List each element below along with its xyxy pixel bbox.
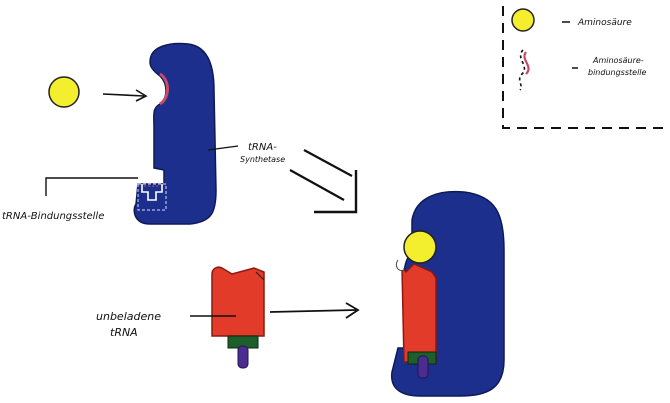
legend-binding-site-label-2: bindungsstelle [588,68,647,77]
legend-binding-site-outline [518,49,526,91]
arrow-to-charged [269,302,360,319]
arrow-to-enzyme [102,89,148,102]
complex-trna-anticodon [417,355,429,379]
legend: Aminosäure Aminosäure- bindungsstelle [502,6,665,129]
legend-amino-acid-label: Aminosäure [577,18,632,28]
trna-synthetase-enzyme [133,42,217,225]
enzyme-trna-complex [390,190,505,397]
complex-link [395,259,405,271]
complex-trna [401,263,437,363]
uncharged-label-1: unbeladene [96,310,161,323]
uncharged-label-2: tRNA [110,326,138,339]
legend-binding-site-label-1: Aminosäure- [592,56,644,65]
synthetase-label-1: tRNA- [248,142,277,153]
trna-binding-site-label: tRNA-Bindungsstelle [2,211,104,222]
amino-acid-binding-site [159,72,169,106]
uncharged-trna [211,266,265,369]
synthetase-label-2: Synthetase [240,155,285,164]
legend-amino-acid-icon [511,8,535,32]
trna-anticodon [237,345,249,369]
trna-binding-site [137,183,167,211]
arrow-to-complex [289,149,358,214]
binding-site-pointer [45,177,138,196]
synthetase-pointer [207,145,239,151]
legend-binding-site-icon [523,51,530,75]
complex-amino-acid [403,230,437,264]
legend-frame [502,6,665,129]
amino-acid-free [48,76,80,108]
